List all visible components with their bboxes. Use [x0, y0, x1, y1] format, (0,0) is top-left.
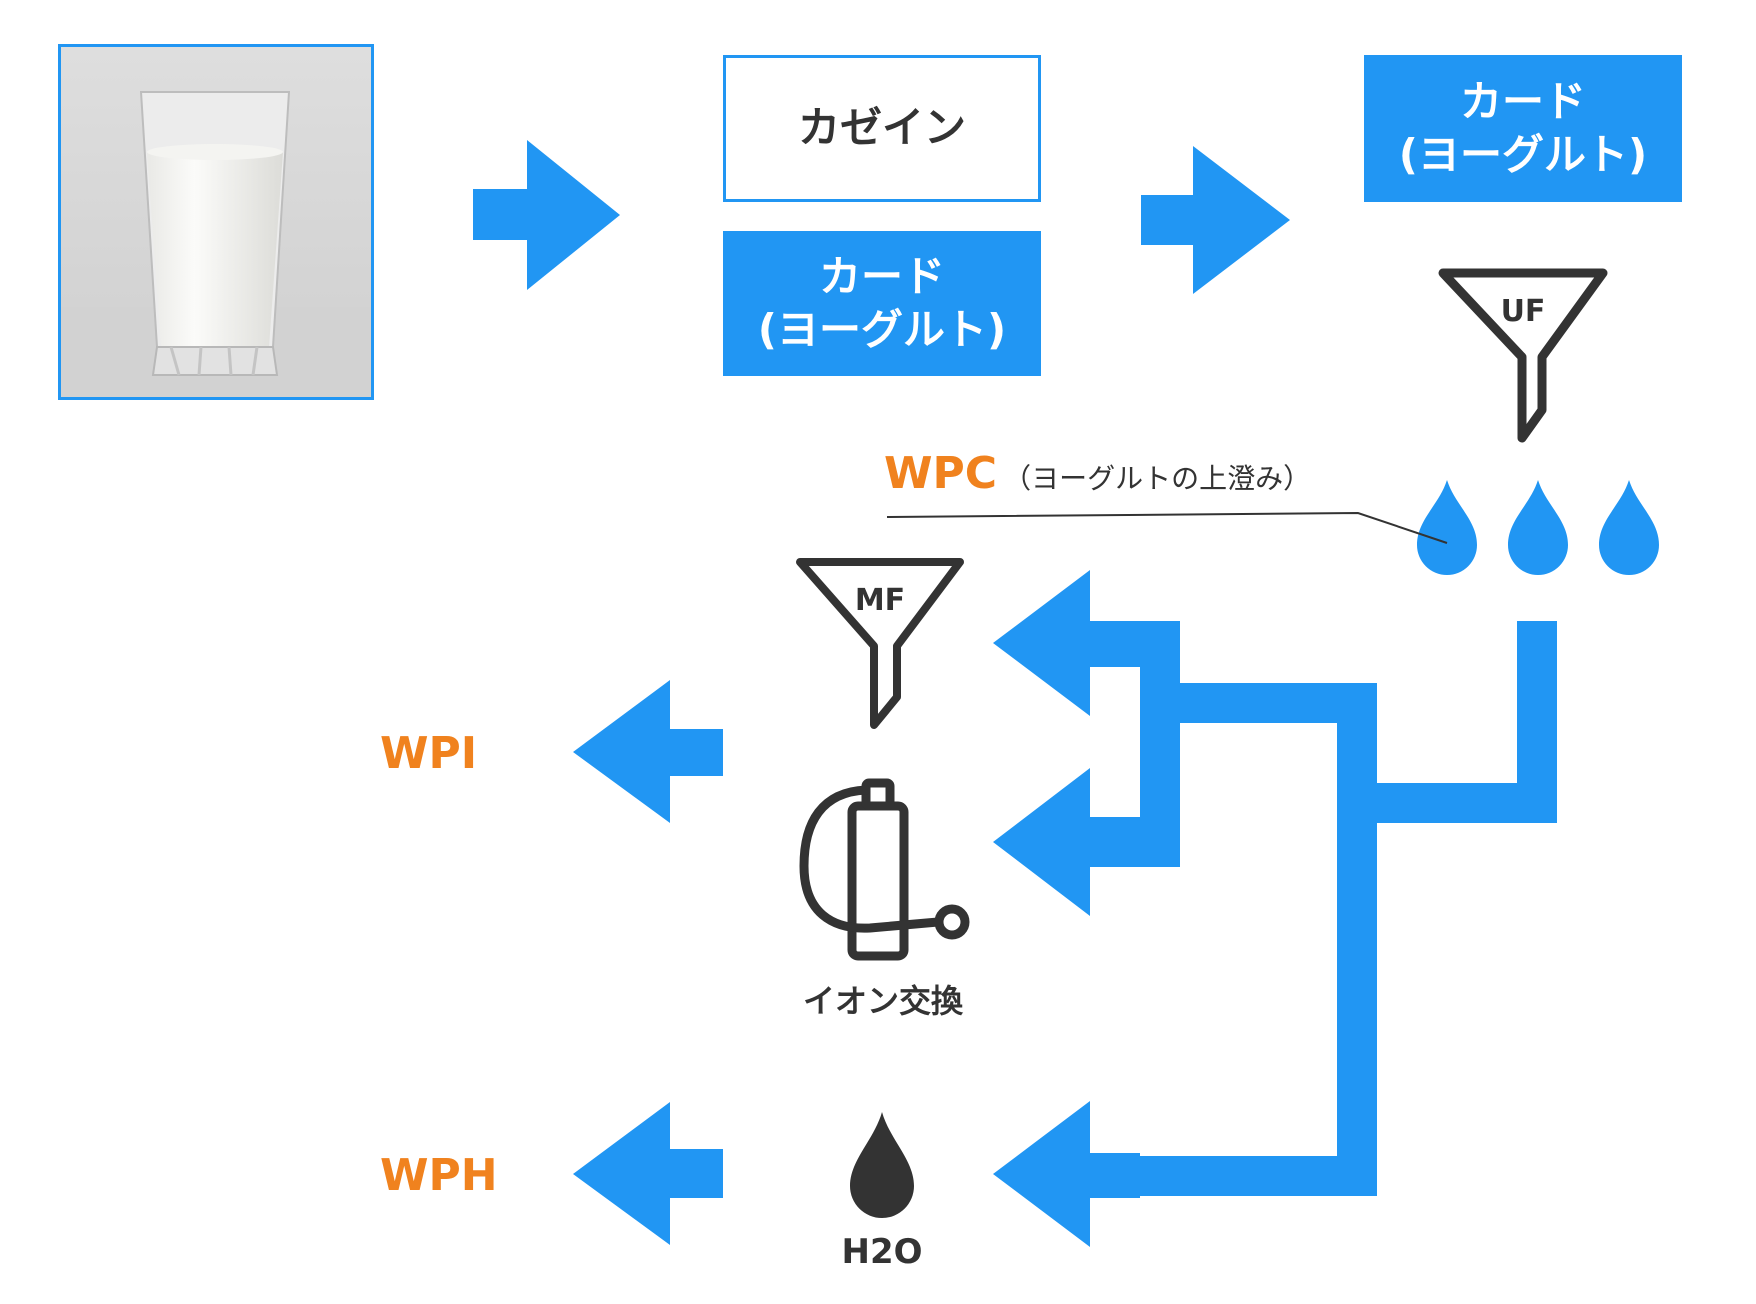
pipe-network	[1140, 621, 1557, 1196]
water-drop-icon	[1508, 480, 1568, 575]
arrow-left-mf	[993, 570, 1180, 716]
wph-label: WPH	[380, 1150, 498, 1201]
curd-right-label: カード	[1459, 77, 1586, 126]
wpc-annotation: WPC （ヨーグルトの上澄み）	[884, 448, 1312, 499]
mf-label: MF	[854, 583, 906, 618]
milk-glass-icon	[61, 47, 371, 397]
h2o-drop-icon	[850, 1112, 914, 1218]
curd-box: カード (ヨーグルト)	[723, 231, 1041, 376]
curd-right-box: カード (ヨーグルト)	[1364, 55, 1682, 202]
wpc-pointer-line	[886, 511, 1448, 544]
uf-funnel-icon	[1438, 268, 1608, 443]
casein-label: カゼイン	[797, 103, 966, 153]
wpc-label: WPC	[884, 448, 998, 499]
arrow-left-ion	[993, 768, 1180, 916]
wpi-label: WPI	[380, 728, 478, 779]
arrow-left-wpi	[573, 680, 723, 823]
wpc-note: （ヨーグルトの上澄み）	[1003, 462, 1312, 495]
arrow-right-2	[1141, 146, 1290, 294]
curd-sublabel: (ヨーグルト)	[757, 304, 1007, 354]
mf-funnel-icon	[796, 558, 964, 729]
arrow-left-wph	[573, 1102, 723, 1245]
h2o-label: H2O	[841, 1232, 923, 1272]
curd-label: カード	[818, 252, 945, 301]
milk-glass-photo	[58, 44, 374, 400]
ion-exchange-tank-icon	[799, 778, 970, 961]
arrow-right-1	[473, 140, 620, 290]
ion-exchange-label: イオン交換	[802, 982, 963, 1020]
curd-right-sublabel: (ヨーグルト)	[1398, 129, 1648, 179]
uf-label: UF	[1500, 294, 1546, 329]
arrow-left-h2o	[993, 1101, 1140, 1247]
casein-box: カゼイン	[723, 55, 1041, 202]
water-drop-icon	[1599, 480, 1659, 575]
water-drop-icon	[1417, 480, 1477, 575]
